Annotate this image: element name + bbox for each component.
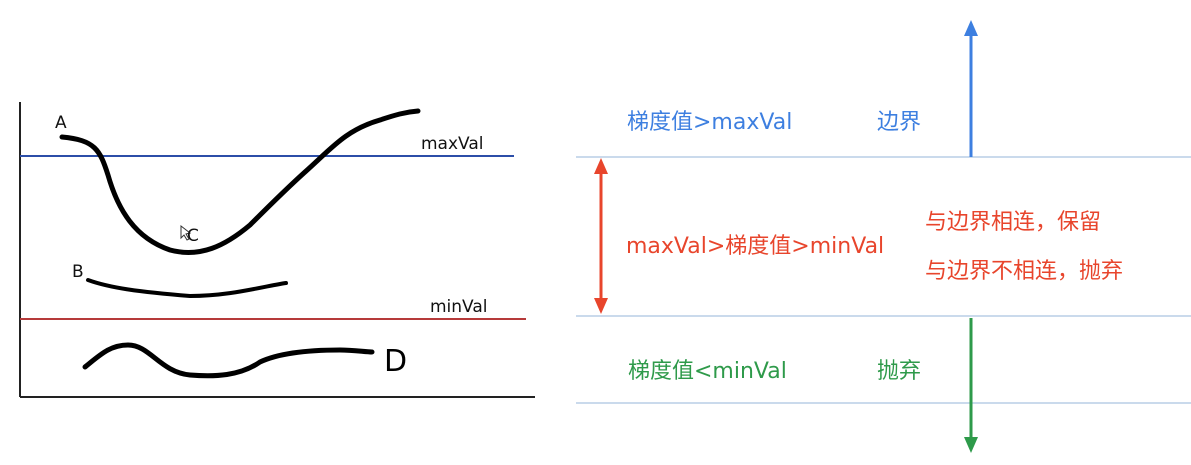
curve-a (59, 108, 421, 255)
label-d: D (384, 344, 408, 379)
green-arrow-head (964, 437, 978, 453)
middle-condition: maxVal>梯度值>minVal (626, 234, 885, 259)
bottom-condition: 梯度值<minVal (628, 359, 787, 384)
red-arrow-head-top (594, 158, 608, 174)
blue-arrow-head (964, 20, 978, 36)
bottom-result: 抛弃 (877, 359, 922, 384)
middle-result-not-connected: 与边界不相连，抛弃 (925, 259, 1124, 284)
middle-result-connected: 与边界相连，保留 (925, 210, 1102, 235)
top-result: 边界 (877, 110, 922, 135)
label-minval: minVal (430, 297, 488, 317)
top-condition: 梯度值>maxVal (627, 110, 793, 135)
label-a: A (55, 113, 67, 133)
label-maxval: maxVal (421, 134, 484, 154)
label-b: B (72, 262, 84, 282)
red-arrow-head-bottom (594, 298, 608, 314)
cursor-icon (180, 224, 192, 241)
label-c: C (187, 226, 199, 246)
curve-d (82, 342, 375, 379)
curve-b (86, 278, 288, 299)
